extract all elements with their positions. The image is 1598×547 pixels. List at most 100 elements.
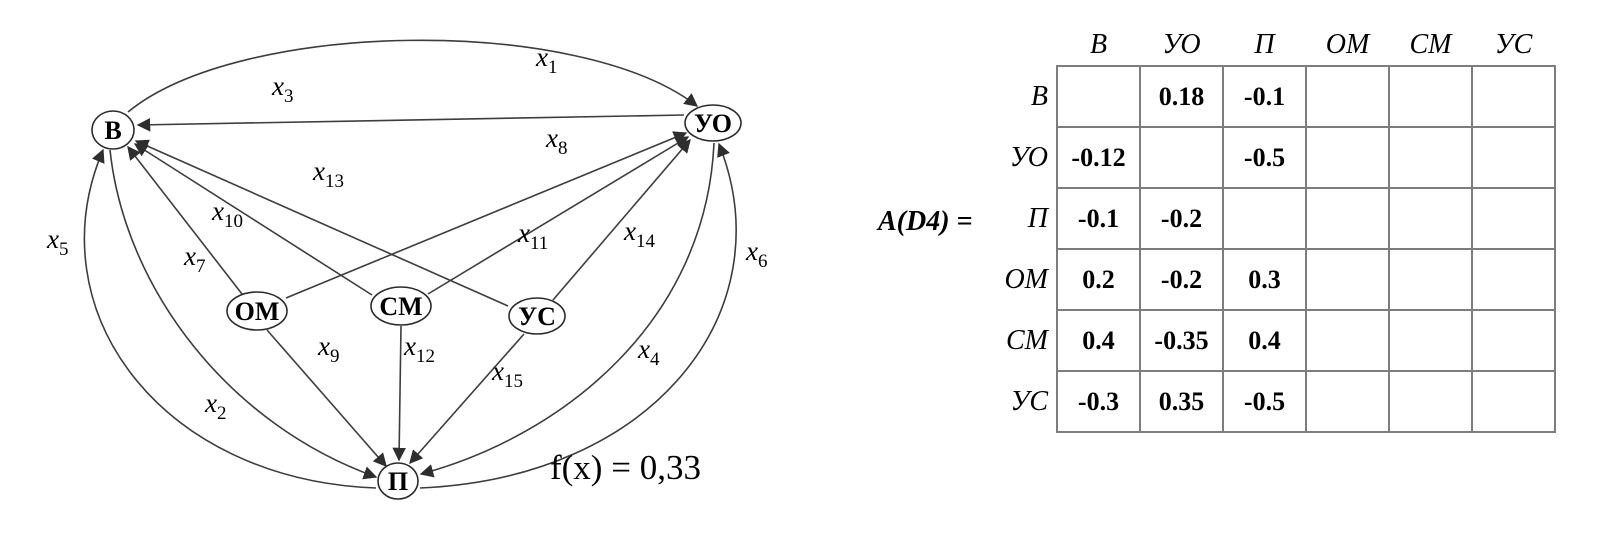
edge-x15 — [409, 333, 525, 465]
edge-x3 — [136, 114, 685, 132]
edge-label-x10: x10 — [211, 196, 243, 232]
matrix-cell — [1388, 126, 1473, 189]
matrix-cell — [1305, 309, 1390, 372]
matrix-cell — [1305, 65, 1390, 128]
edge-x2 — [109, 149, 378, 480]
matrix-cell: -0.35 — [1139, 309, 1224, 372]
edge-label-x13: x13 — [312, 156, 344, 192]
matrix-cell — [1471, 248, 1556, 311]
matrix-cell — [1471, 65, 1556, 128]
matrix-cell — [1388, 370, 1473, 433]
matrix-cell — [1471, 126, 1556, 189]
matrix-cell — [1222, 187, 1307, 250]
edge-label-x11: x11 — [517, 218, 548, 254]
node-UO: УО — [684, 104, 742, 142]
matrix-row: СМ 0.4 -0.35 0.4 — [985, 309, 1556, 372]
matrix-cell: -0.2 — [1139, 248, 1224, 311]
matrix-corner — [985, 24, 1057, 66]
matrix-cell — [1305, 370, 1390, 433]
matrix-cell — [1388, 65, 1473, 128]
matrix-row-header: УС — [1010, 385, 1048, 417]
node-US-label: УС — [518, 302, 556, 331]
matrix-row-header: СМ — [1006, 324, 1048, 356]
edge-label-x8: x8 — [545, 123, 567, 159]
edge-label-x7: x7 — [183, 241, 205, 277]
node-US: УС — [508, 297, 566, 335]
edge-label-x15: x15 — [491, 356, 523, 392]
edge-label-x5: x5 — [46, 224, 68, 260]
matrix-row: УС -0.3 0.35 -0.5 — [985, 370, 1556, 433]
matrix-cell — [1305, 187, 1390, 250]
edge-x11 — [427, 136, 690, 295]
matrix-col-header: СМ — [1409, 28, 1452, 60]
node-CM: СМ — [370, 286, 432, 326]
matrix-cell: -0.3 — [1056, 370, 1141, 433]
matrix-row: П -0.1 -0.2 — [985, 187, 1556, 250]
edge-x1 — [127, 39, 699, 113]
matrix-col-header: П — [1254, 28, 1275, 60]
matrix-cell: 0.35 — [1139, 370, 1224, 433]
matrix-row-header: В — [1030, 80, 1048, 112]
matrix-cell: -0.12 — [1056, 126, 1141, 189]
edge-label-x12: x12 — [403, 331, 435, 367]
matrix-cell — [1471, 187, 1556, 250]
edge-label-x3: x3 — [271, 71, 293, 107]
matrix-cell — [1471, 370, 1556, 433]
matrix-cell: -0.5 — [1222, 370, 1307, 433]
node-P-label: П — [388, 467, 408, 496]
matrix-cell — [1388, 309, 1473, 372]
edge-x10 — [133, 143, 373, 296]
edge-label-x4: x4 — [637, 334, 660, 370]
fx-value: f(x) = 0,33 — [550, 448, 701, 487]
matrix-col-header: ОМ — [1325, 28, 1370, 60]
matrix-row-header: ОМ — [1004, 263, 1048, 295]
edge-x8 — [285, 131, 688, 299]
matrix-row: УО -0.12 -0.5 — [985, 126, 1556, 189]
node-UO-label: УО — [694, 109, 732, 138]
matrix-cell: 0.4 — [1056, 309, 1141, 372]
edge-label-x9: x9 — [317, 331, 339, 367]
edge-x5 — [83, 148, 377, 489]
matrix-cell — [1139, 126, 1224, 189]
edge-label-x14: x14 — [623, 216, 655, 252]
matrix-cell: 0.3 — [1222, 248, 1307, 311]
edge-label-x1: x1 — [535, 42, 557, 78]
node-B: В — [91, 110, 135, 150]
matrix-cell — [1388, 248, 1473, 311]
edge-label-x2: x2 — [204, 388, 226, 424]
matrix-cell: 0.4 — [1222, 309, 1307, 372]
matrix-cell — [1056, 65, 1141, 128]
matrix-cell: 0.18 — [1139, 65, 1224, 128]
matrix-cell — [1388, 187, 1473, 250]
matrix-row: ОМ 0.2 -0.2 0.3 — [985, 248, 1556, 311]
node-P: П — [377, 462, 419, 500]
matrix-cell: -0.1 — [1222, 65, 1307, 128]
matrix-col-header: УО — [1162, 28, 1201, 60]
matrix-cell: 0.2 — [1056, 248, 1141, 311]
edge-x7 — [127, 145, 243, 295]
matrix-cell — [1305, 126, 1390, 189]
matrix-col-header: В — [1089, 28, 1108, 60]
matrix-cell — [1471, 309, 1556, 372]
edge-x14 — [552, 138, 691, 301]
cognitive-map-graph: x1 x2 x3 x4 x5 x6 x7 x8 x9 x10 x11 x12 x… — [46, 39, 767, 500]
edge-x12 — [392, 325, 406, 462]
edge-x4 — [419, 142, 715, 478]
node-OM: ОМ — [226, 291, 288, 331]
matrix-cell: -0.5 — [1222, 126, 1307, 189]
matrix-header-row: В УО П ОМ СМ УС — [985, 24, 1555, 66]
edge-x6 — [419, 142, 737, 489]
node-CM-label: СМ — [379, 292, 422, 321]
matrix-row-header: УО — [1009, 141, 1048, 173]
matrix-cell: -0.1 — [1056, 187, 1141, 250]
matrix-equation-label: A(D4) = — [878, 206, 973, 237]
adjacency-matrix-table: В УО П ОМ СМ УС В 0.18 -0.1 УО -0.12 -0.… — [985, 24, 1556, 433]
edge-x9 — [266, 329, 387, 468]
node-B-label: В — [104, 116, 121, 145]
matrix-cell — [1305, 248, 1390, 311]
matrix-row-header: П — [1027, 202, 1048, 234]
edge-x13 — [134, 139, 509, 307]
edge-label-x6: x6 — [745, 236, 767, 272]
node-OM-label: ОМ — [235, 297, 280, 326]
